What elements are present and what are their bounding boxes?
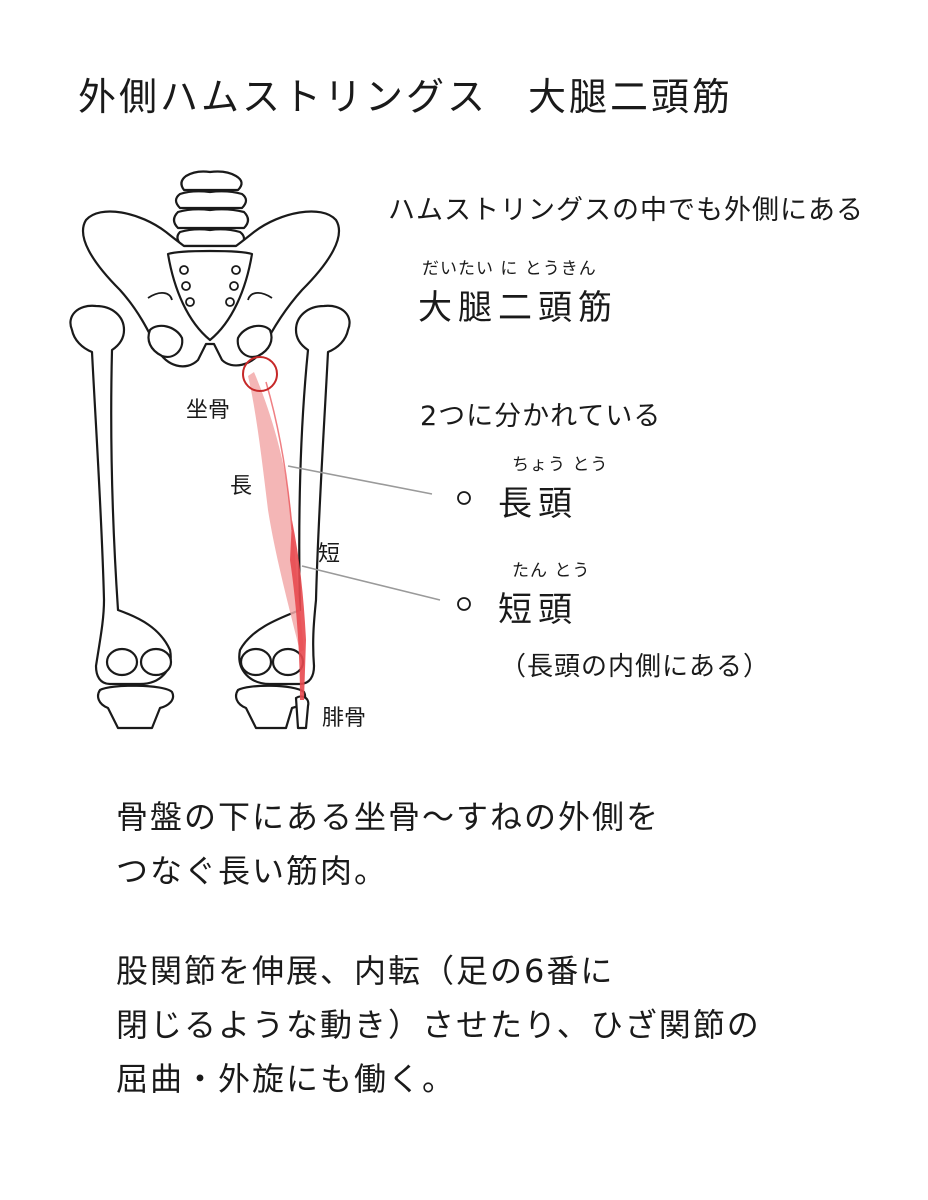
condyle-left-b	[139, 647, 173, 677]
long-head-muscle	[248, 372, 304, 652]
title-right: 大腿二頭筋	[528, 75, 734, 119]
function-line: 閉じるような動き）させたり、ひざ関節の	[116, 1006, 761, 1044]
function-line: 屈曲・外旋にも働く。	[116, 1060, 457, 1098]
label-short: 短	[318, 542, 341, 567]
leader-short	[301, 565, 441, 601]
femur-left	[69, 304, 172, 686]
leader-long	[287, 465, 433, 495]
origin-marker	[242, 356, 278, 392]
intro-text: ハムストリングスの中でも外側にある	[388, 195, 864, 226]
condyle-right-b	[271, 647, 305, 677]
long-head-name: 長頭	[498, 484, 578, 524]
split-text: 2つに分かれている	[420, 401, 662, 432]
title-left: 外側ハムストリングス	[78, 75, 489, 119]
femur-right	[238, 304, 351, 686]
condyle-left-a	[105, 647, 139, 677]
vertebrae	[172, 170, 250, 248]
tibia-right	[235, 684, 307, 730]
description-line: 骨盤の下にある坐骨〜すねの外側を	[116, 798, 661, 836]
tibia-left	[97, 684, 175, 730]
fibula	[294, 695, 310, 730]
function-description: 股関節を伸展、内転（足の6番に 閉じるような動き）させたり、ひざ関節の 屈曲・外…	[116, 944, 761, 1106]
page-title: 外側ハムストリングス大腿二頭筋	[78, 66, 733, 121]
obturator-right	[236, 324, 273, 358]
short-head-muscle	[290, 520, 306, 700]
short-head-name: 短頭	[498, 590, 578, 630]
biceps-femoris	[248, 372, 306, 700]
description: 骨盤の下にある坐骨〜すねの外側を つなぐ長い筋肉。	[116, 790, 660, 898]
short-head-furigana: たん とう	[512, 561, 591, 581]
obturator-left	[147, 324, 184, 358]
description-line: つなぐ長い筋肉。	[116, 852, 389, 890]
condyle-right-a	[239, 647, 273, 677]
sacrum	[166, 249, 254, 342]
short-head-note: （長頭の内側にある）	[500, 652, 771, 682]
label-ischium: 坐骨	[186, 398, 231, 423]
function-line: 股関節を伸展、内転（足の6番に	[116, 952, 615, 990]
bullet-long	[457, 491, 471, 505]
muscle-name: 大腿二頭筋	[418, 288, 618, 328]
label-fibula: 腓骨	[322, 706, 367, 731]
bullet-short	[457, 597, 471, 611]
label-long: 長	[230, 474, 253, 499]
long-head-furigana: ちょう とう	[512, 455, 609, 475]
muscle-furigana: だいたい に とうきん	[422, 259, 597, 279]
